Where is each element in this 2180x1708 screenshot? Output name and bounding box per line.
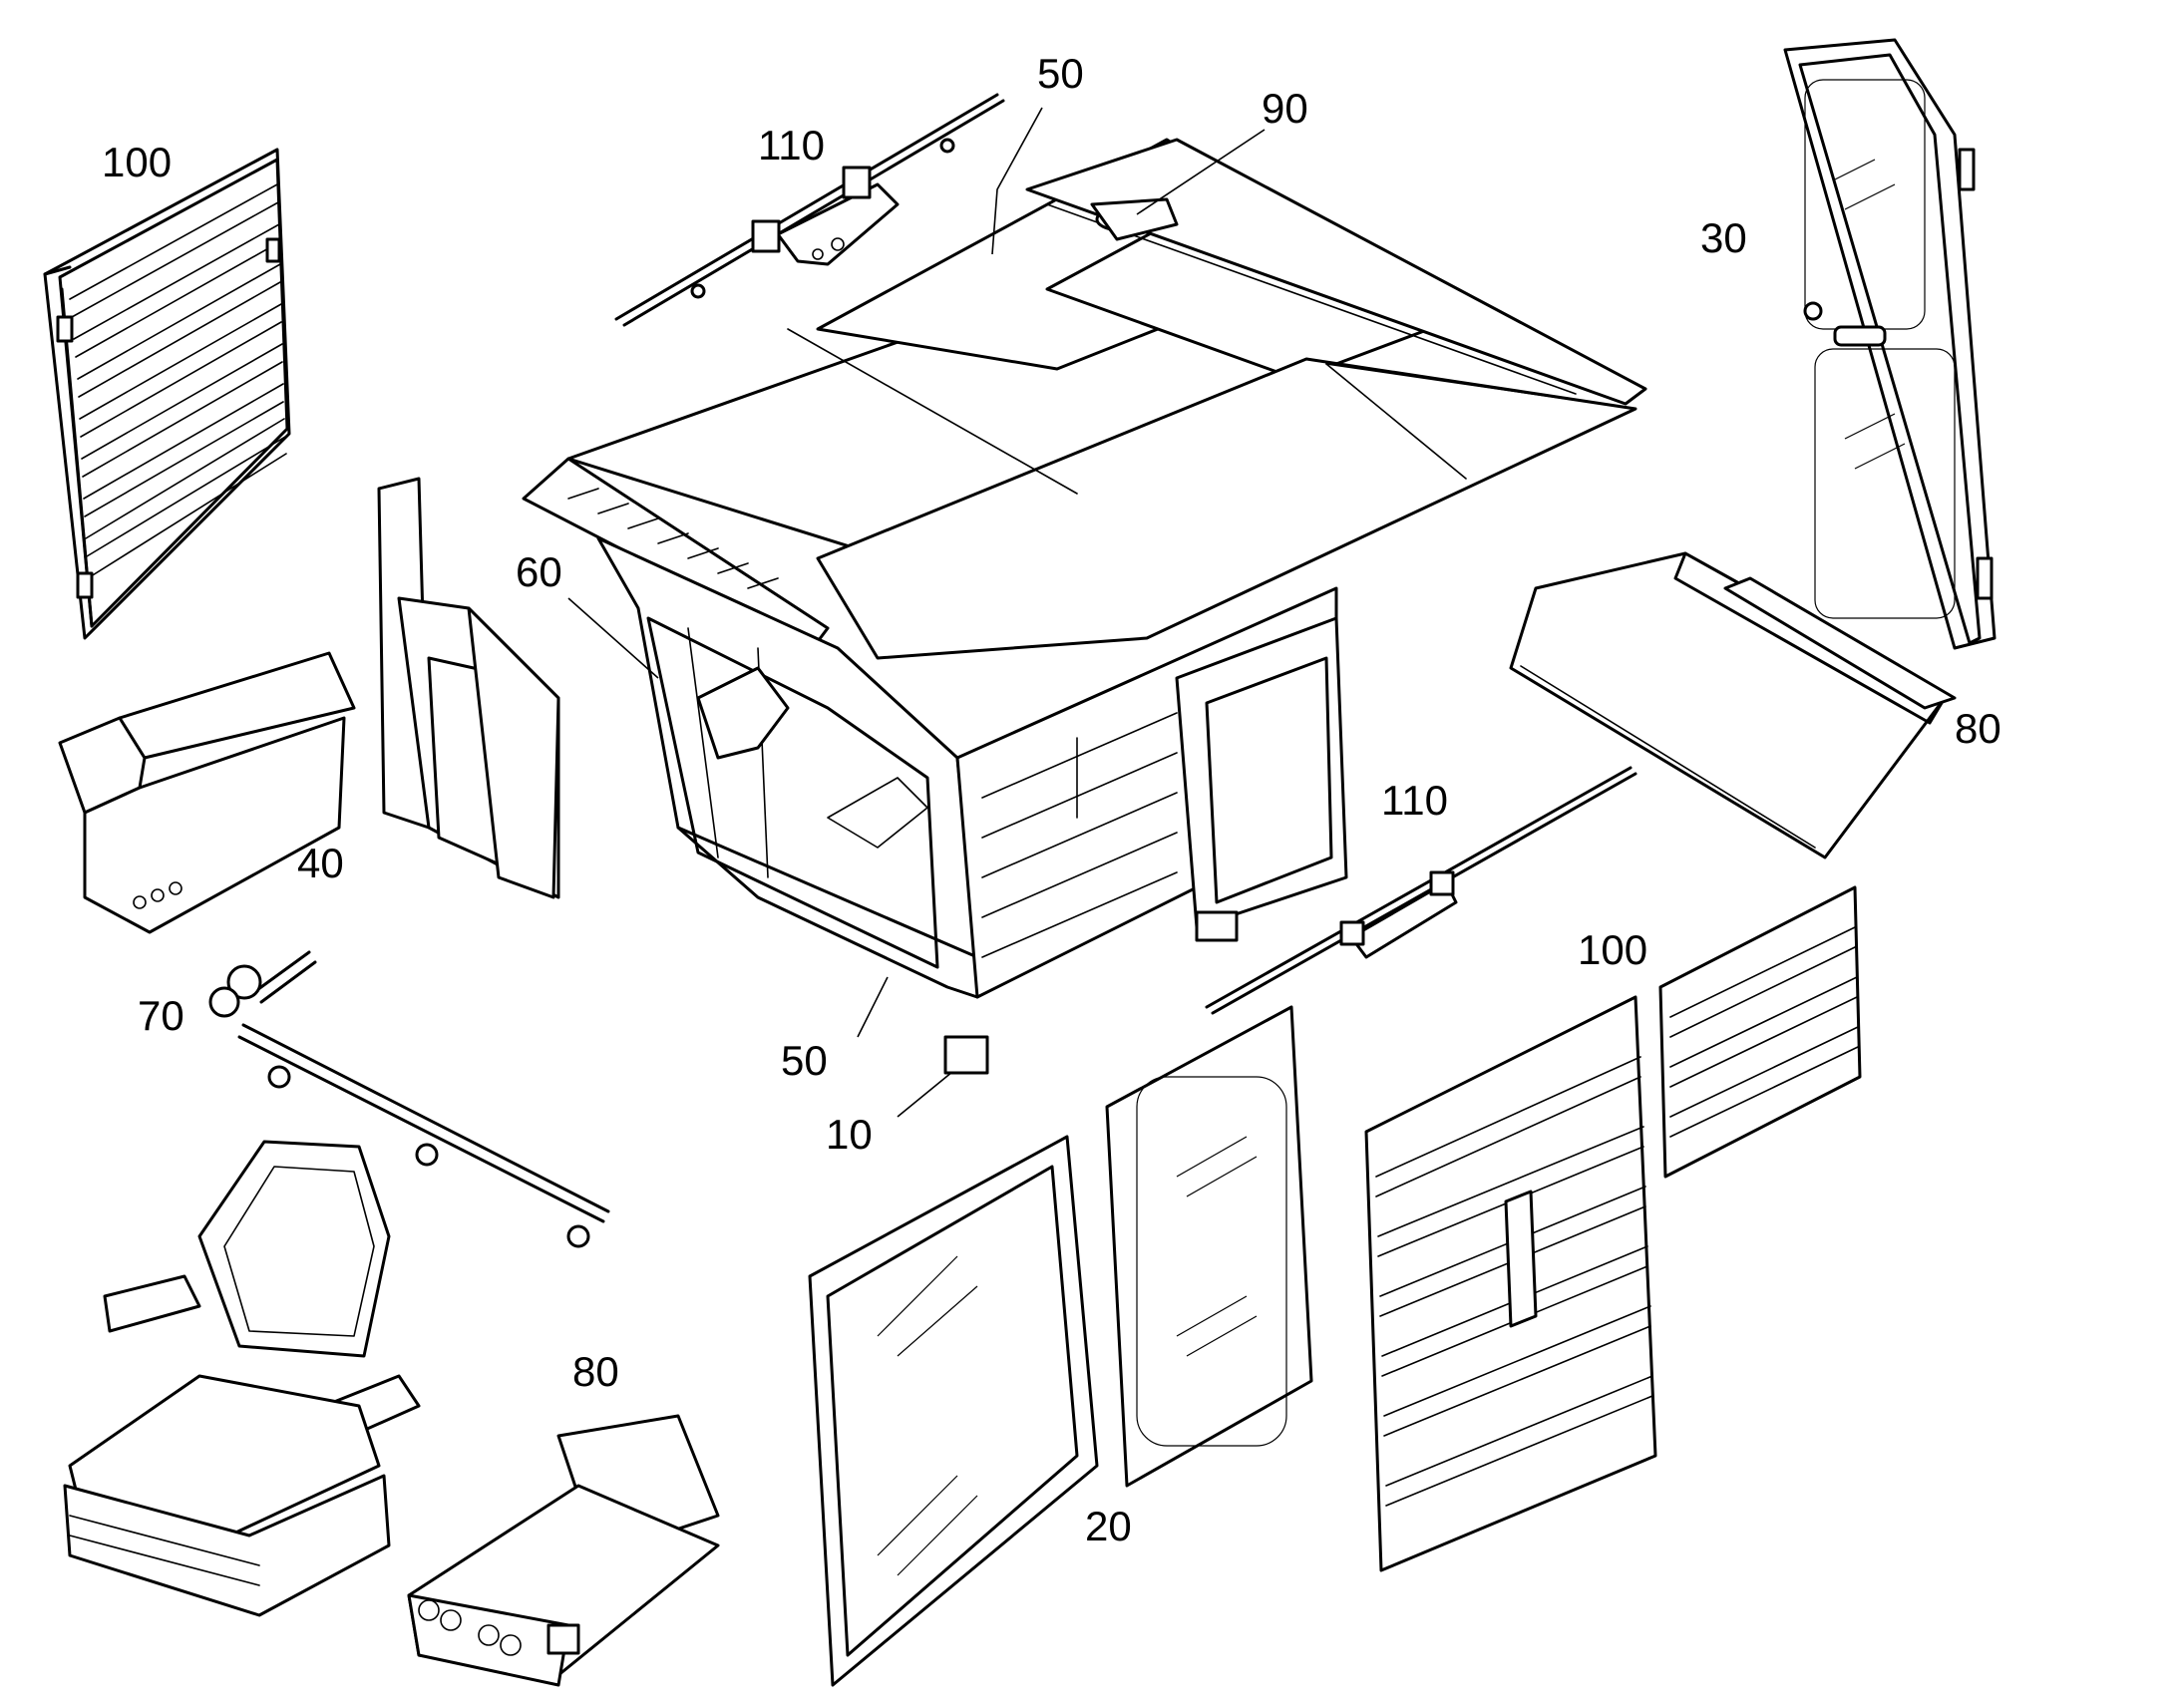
callout-90: 90 — [1262, 85, 1308, 132]
callout-30: 30 — [1700, 214, 1747, 261]
part-90-roof-hatch — [1090, 197, 1179, 241]
callout-40: 40 — [297, 840, 344, 886]
callout-20: 20 — [1085, 1503, 1132, 1549]
part-60-side-cabinet — [377, 477, 560, 899]
callout-110-top: 110 — [758, 122, 825, 169]
part-100-louvre-panel-right — [1364, 885, 1862, 1572]
part-40-console-left — [58, 651, 356, 934]
callout-10: 10 — [826, 1111, 873, 1158]
callout-80-bottom: 80 — [572, 1348, 619, 1395]
callout-60: 60 — [516, 548, 562, 595]
operator-seat — [63, 1140, 421, 1617]
part-110-tie-rod-right — [1205, 766, 1637, 1015]
callout-100-upper-left: 100 — [102, 139, 172, 185]
callout-50-top: 50 — [1037, 50, 1084, 97]
part-30-door — [1783, 38, 1997, 650]
part-110-tie-rod-top — [614, 93, 1005, 327]
part-80-heater-box — [407, 1414, 720, 1687]
part-70-rail-assembly — [208, 950, 610, 1248]
callout-50-bottom: 50 — [781, 1037, 828, 1084]
callout-110-right: 110 — [1381, 777, 1448, 824]
callout-100-right: 100 — [1578, 926, 1647, 973]
part-80-console-right — [1509, 551, 1957, 859]
leader-lines — [567, 107, 1266, 1118]
part-20-window-panels — [808, 1005, 1313, 1687]
callout-70: 70 — [138, 992, 184, 1039]
callout-labels: 100 110 50 90 30 80 60 40 110 100 70 50 … — [102, 50, 2001, 1549]
callout-80-right: 80 — [1955, 705, 2001, 752]
part-10-main-cab — [522, 138, 1647, 1075]
part-100-louvre-panel-left — [43, 148, 291, 640]
